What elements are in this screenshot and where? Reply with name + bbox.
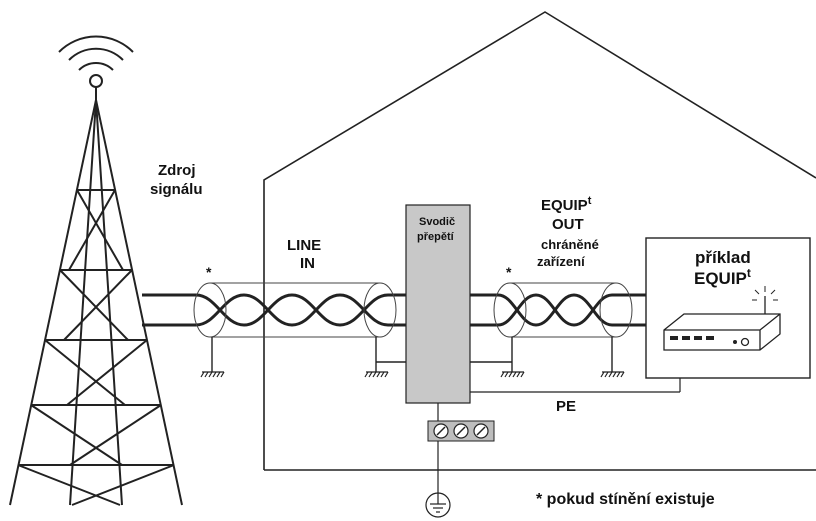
example-label-sup: t [747,266,751,280]
earth-ground-icon [425,441,451,518]
line-in-shield [193,282,397,338]
asterisk-right: * [506,264,512,280]
arrester-label-line2: přepětí [417,231,455,243]
ground-symbol-icon [364,371,389,378]
example-label-line2: EQUIPt [694,266,751,288]
equip-out-label-main: EQUIP [541,197,588,214]
equip-out-label-sup: t [588,195,592,207]
equip-out-shield [493,282,633,338]
equip-out-label-line2: OUT [552,216,584,233]
asterisk-left: * [206,264,212,280]
equip-out-label-line3: chráněné [541,237,599,252]
equip-out-label-line1: EQUIPt [541,195,592,214]
line-in-label-line2: IN [300,255,315,272]
example-label-line1: příklad [695,248,751,267]
arrester-label-line1: Svodič [419,216,455,228]
source-label-line1: Zdroj [158,162,196,179]
line-in-cable [142,293,406,327]
pe-label: PE [556,398,576,415]
source-label-line2: signálu [150,181,203,198]
equip-out-label-line4: zařízení [537,254,585,269]
footnote: * pokud stínění existuje [536,491,715,508]
ground-symbol-icon [200,371,225,378]
line-in-label-line1: LINE [287,237,321,254]
equipment-box [645,237,811,379]
terminal-block [427,403,495,442]
example-label-main: EQUIP [694,269,747,288]
pe-line [470,378,681,393]
ground-symbol-icon [500,371,525,378]
ground-symbol-icon [600,371,625,378]
antenna-tower-icon [9,35,183,506]
router-icon [663,286,781,351]
house-outline [263,11,816,471]
shield-ground-connections [211,337,613,372]
equip-out-cable [470,293,646,327]
